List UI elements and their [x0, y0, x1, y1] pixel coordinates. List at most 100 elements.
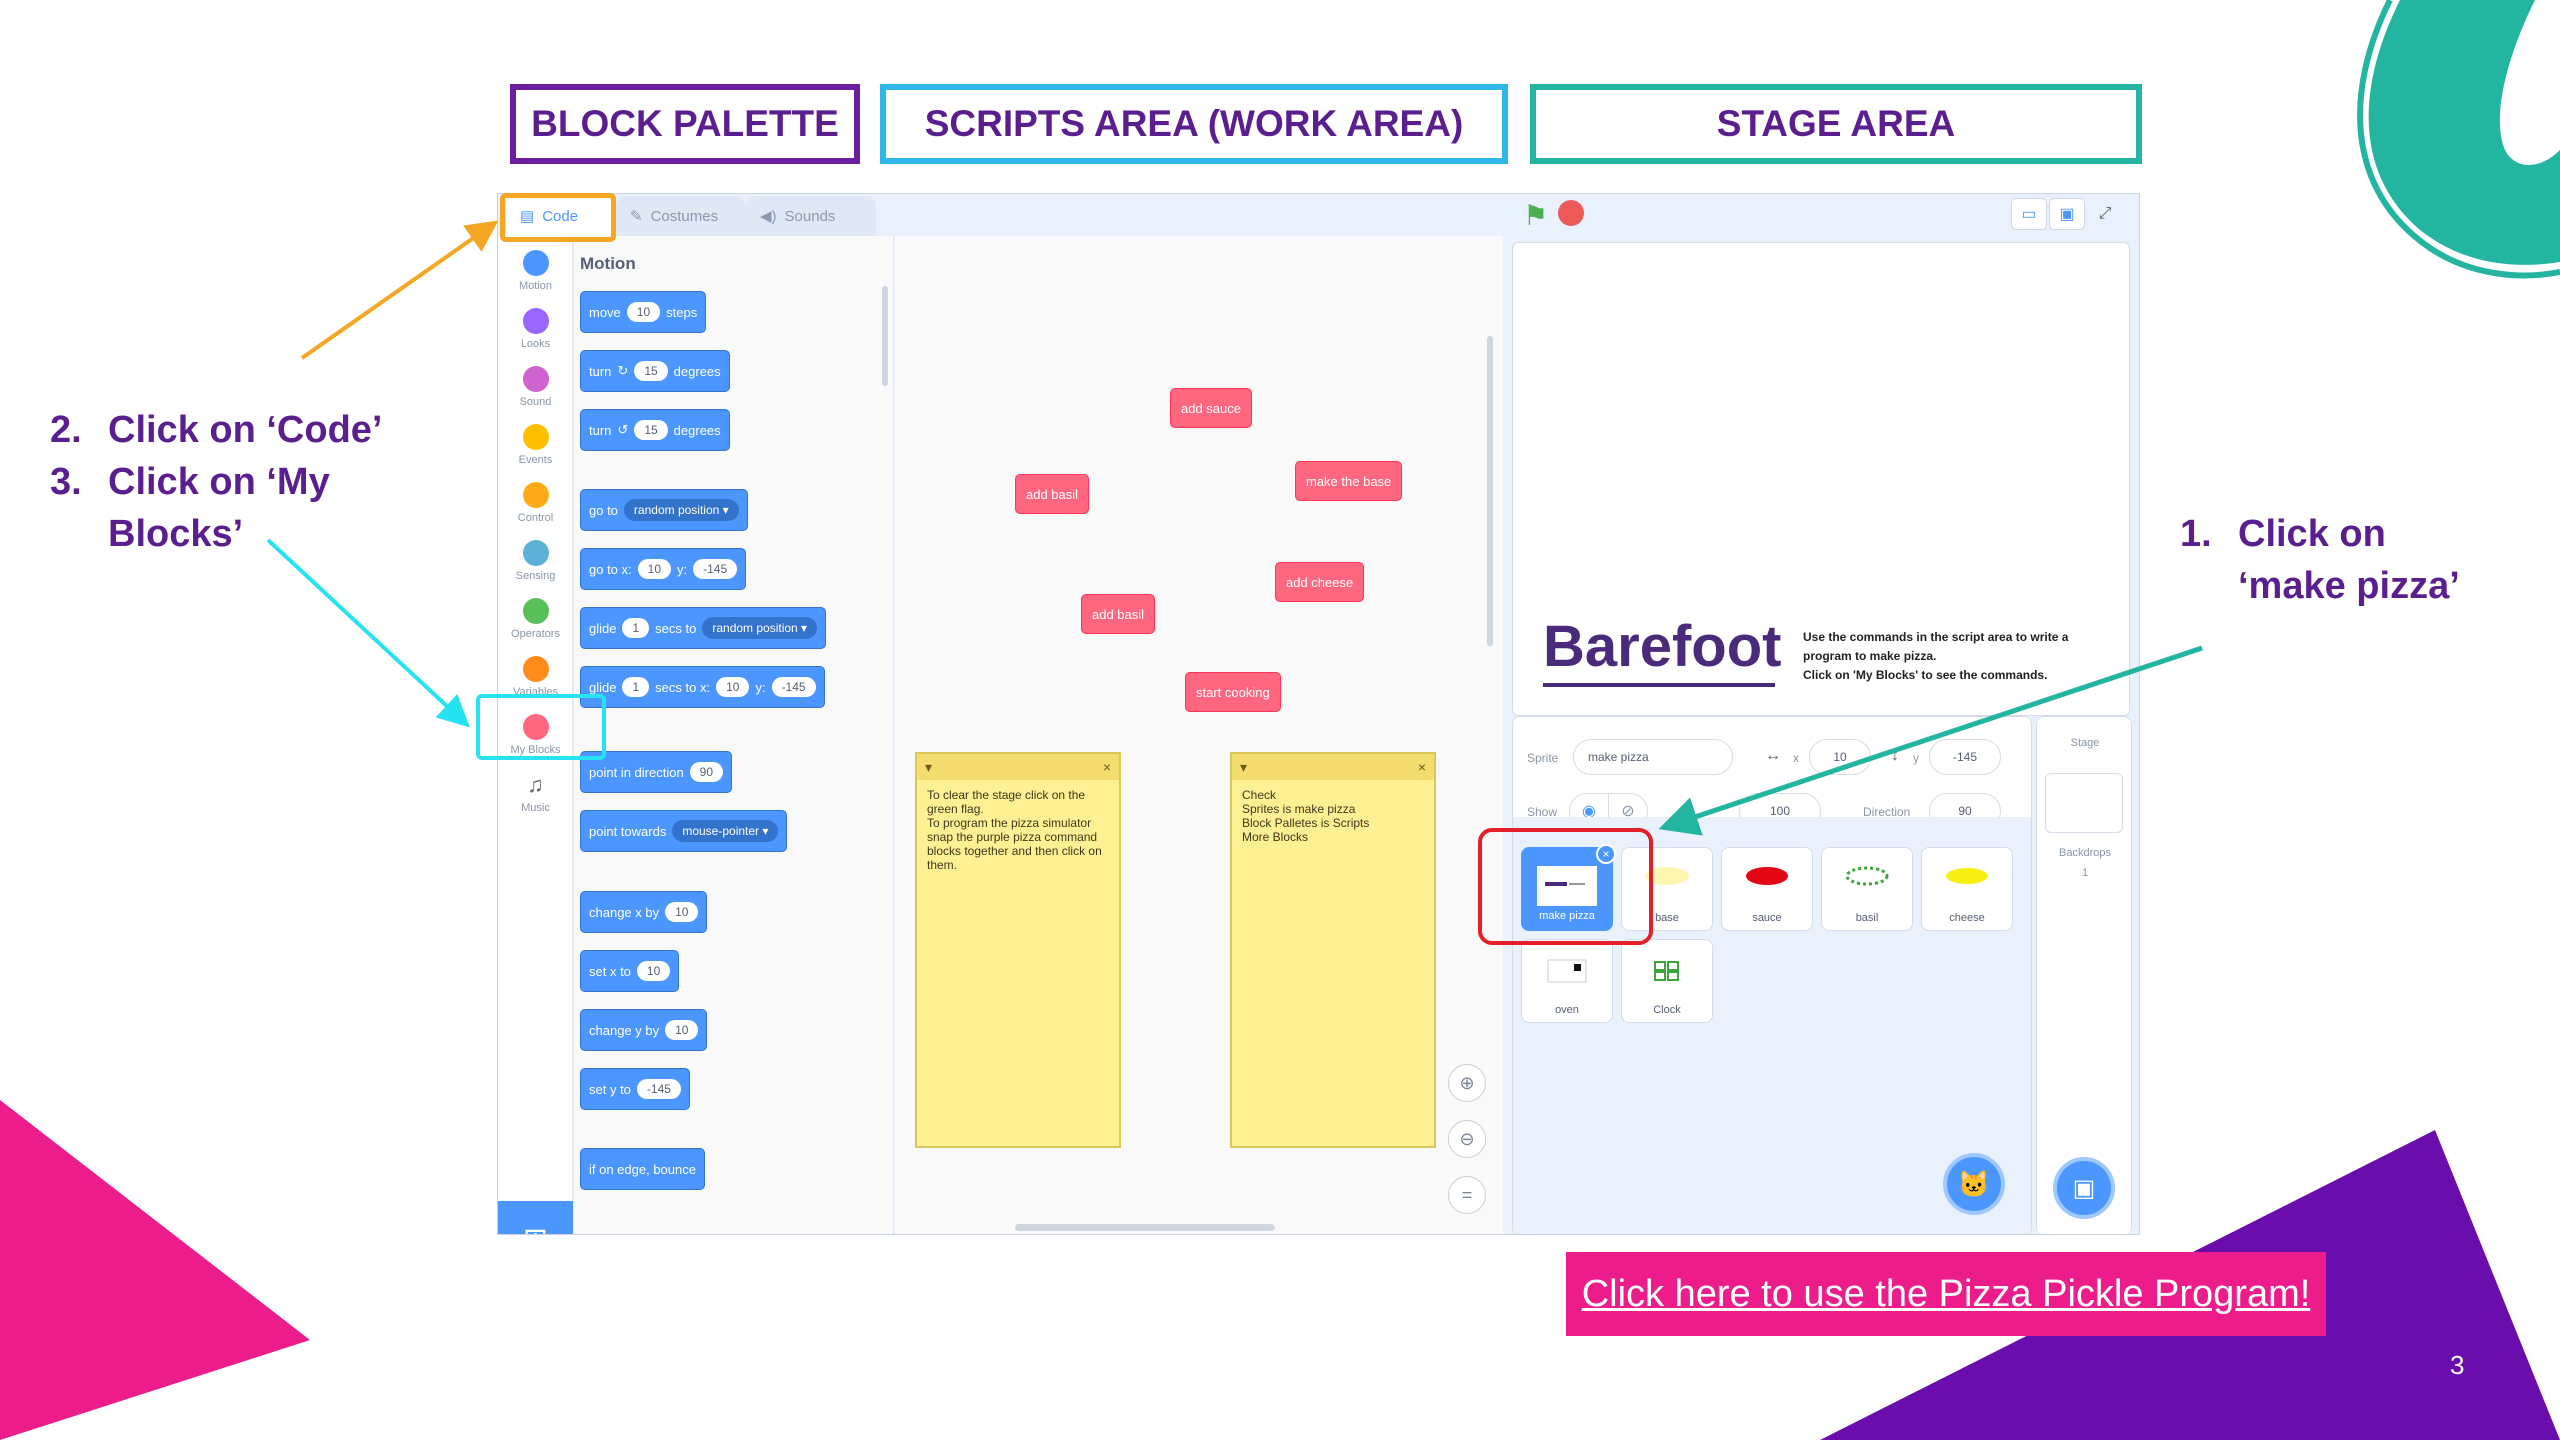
variables-dot-icon: [522, 656, 549, 682]
block-input[interactable]: 10: [637, 559, 671, 579]
block-input[interactable]: 10: [716, 677, 750, 697]
category-music[interactable]: ♫Music: [498, 772, 573, 814]
zoom-reset-button[interactable]: =: [1448, 1176, 1486, 1214]
comment-note-left[interactable]: ▾× To clear the stage click on the green…: [915, 752, 1121, 1148]
small-stage-icon: ▭: [2021, 206, 2037, 223]
block-dropdown[interactable]: random position ▾: [702, 617, 818, 639]
my-block-add-sauce[interactable]: add sauce: [1170, 388, 1252, 428]
pizza-pickle-program-link[interactable]: Click here to use the Pizza Pickle Progr…: [1566, 1252, 2326, 1336]
scripts-vertical-scrollbar[interactable]: [1487, 336, 1493, 646]
sprite-sauce[interactable]: sauce: [1721, 847, 1813, 931]
tab-label: Costumes: [650, 207, 719, 225]
y-input[interactable]: -145: [1929, 739, 2001, 775]
block-change-y[interactable]: change y by 10: [580, 1009, 708, 1051]
block-input[interactable]: 10: [665, 1020, 699, 1040]
fullscreen-button[interactable]: ⤢: [2087, 198, 2123, 230]
stop-icon[interactable]: [1558, 200, 1584, 226]
small-stage-button[interactable]: ▭: [2011, 198, 2047, 230]
stage-target-panel[interactable]: Stage Backdrops 1 ▣: [2036, 716, 2132, 1234]
tab-code[interactable]: ▤ Code: [506, 196, 616, 236]
category-operators[interactable]: Operators: [498, 598, 573, 640]
stage-canvas[interactable]: Barefoot Use the commands in the script …: [1512, 242, 2130, 716]
palette-scrollbar[interactable]: [882, 286, 888, 386]
collapse-icon[interactable]: ▾: [1240, 758, 1248, 775]
add-sprite-button[interactable]: 🐱: [1943, 1153, 2005, 1215]
block-turn-left[interactable]: turn ↺ 15 degrees: [580, 409, 730, 451]
stage-header: ⚑ ▭ ▣ ⤢: [1503, 194, 2139, 236]
block-set-x[interactable]: set x to 10: [580, 950, 680, 992]
block-input[interactable]: 1: [622, 677, 650, 697]
zoom-out-icon: ⊖: [1459, 1128, 1475, 1149]
block-turn-right[interactable]: turn ↻ 15 degrees: [580, 350, 730, 392]
category-control[interactable]: Control: [498, 482, 573, 524]
category-sound[interactable]: Sound: [498, 366, 573, 408]
green-flag-icon[interactable]: ⚑: [1523, 200, 1549, 231]
category-variables[interactable]: Variables: [498, 656, 573, 698]
my-block-add-basil[interactable]: add basil: [1015, 474, 1090, 514]
block-glide-to[interactable]: glide 1 secs to random position ▾: [580, 607, 827, 649]
x-input[interactable]: 10: [1809, 739, 1871, 775]
block-input[interactable]: -145: [693, 559, 738, 579]
close-icon[interactable]: ×: [1417, 759, 1426, 775]
block-point-towards[interactable]: point towards mouse-pointer ▾: [580, 810, 788, 852]
block-bounce[interactable]: if on edge, bounce: [580, 1148, 705, 1190]
oven-thumb-icon: [1547, 959, 1587, 983]
collapse-icon[interactable]: ▾: [925, 758, 933, 775]
block-set-y[interactable]: set y to -145: [580, 1068, 690, 1110]
add-extension-button[interactable]: ⊞: [498, 1201, 573, 1234]
sprite-cheese[interactable]: cheese: [1921, 847, 2013, 931]
comment-note-right[interactable]: ▾× Check Sprites is make pizza Block Pal…: [1230, 752, 1436, 1148]
block-point-direction[interactable]: point in direction 90: [580, 751, 733, 793]
block-input[interactable]: 15: [634, 420, 668, 440]
zoom-out-button[interactable]: ⊖: [1448, 1120, 1486, 1158]
block-input[interactable]: 1: [622, 618, 650, 638]
scripts-horizontal-scrollbar[interactable]: [1015, 1224, 1275, 1231]
tab-costumes[interactable]: ✎ Costumes: [616, 196, 746, 236]
block-glide-xy[interactable]: glide 1 secs to x: 10 y: -145: [580, 666, 825, 708]
category-motion[interactable]: Motion: [498, 250, 573, 292]
block-input[interactable]: 10: [665, 902, 699, 922]
make-pizza-highlight: [1478, 828, 1653, 945]
block-input[interactable]: 90: [689, 762, 724, 782]
sprite-base[interactable]: base: [1621, 847, 1713, 931]
block-dropdown[interactable]: mouse-pointer ▾: [672, 820, 779, 842]
block-text: glide: [589, 620, 617, 636]
category-looks[interactable]: Looks: [498, 308, 573, 350]
sprite-clock[interactable]: Clock: [1621, 939, 1713, 1023]
brush-icon: ✎: [630, 208, 643, 225]
sprite-make-pizza[interactable]: × make pizza: [1521, 844, 1616, 931]
scripts-area[interactable]: add sauce add basil make the base add ch…: [895, 236, 1503, 1234]
block-change-x[interactable]: change x by 10: [580, 891, 708, 933]
block-go-to-xy[interactable]: go to x: 10 y: -145: [580, 548, 747, 590]
block-move[interactable]: move 10 steps: [580, 291, 707, 333]
zoom-in-button[interactable]: ⊕: [1448, 1064, 1486, 1102]
block-input[interactable]: -145: [636, 1079, 681, 1099]
block-go-to[interactable]: go to random position ▾: [580, 489, 748, 531]
arrow-to-code-tab: [300, 220, 499, 360]
sprite-label: make pizza: [1539, 910, 1595, 922]
sprite-label: Sprite: [1527, 751, 1559, 765]
block-input[interactable]: 10: [636, 961, 671, 981]
block-dropdown[interactable]: random position ▾: [623, 499, 739, 521]
block-input[interactable]: 10: [626, 302, 661, 322]
stage-thumbnail[interactable]: [2045, 773, 2123, 833]
my-block-add-basil-2[interactable]: add basil: [1081, 594, 1156, 634]
block-input[interactable]: 15: [634, 361, 668, 381]
category-events[interactable]: Events: [498, 424, 573, 466]
large-stage-button[interactable]: ▣: [2049, 198, 2085, 230]
my-block-start-cooking[interactable]: start cooking: [1185, 672, 1281, 712]
sprite-name-input[interactable]: make pizza: [1573, 739, 1733, 775]
my-block-add-cheese[interactable]: add cheese: [1275, 562, 1365, 602]
block-input[interactable]: -145: [771, 677, 816, 697]
delete-sprite-icon[interactable]: ×: [1596, 844, 1616, 864]
block-text: set x to: [589, 963, 631, 979]
close-icon[interactable]: ×: [1102, 759, 1111, 775]
my-block-make-the-base[interactable]: make the base: [1295, 461, 1403, 501]
add-backdrop-button[interactable]: ▣: [2053, 1157, 2115, 1219]
block-text: secs to x:: [655, 679, 711, 695]
sprite-basil[interactable]: basil: [1821, 847, 1913, 931]
sprite-oven[interactable]: oven: [1521, 939, 1613, 1023]
category-my-blocks[interactable]: My Blocks: [498, 714, 573, 756]
category-sensing[interactable]: Sensing: [498, 540, 573, 582]
tab-sounds[interactable]: ◀) Sounds: [746, 196, 876, 236]
